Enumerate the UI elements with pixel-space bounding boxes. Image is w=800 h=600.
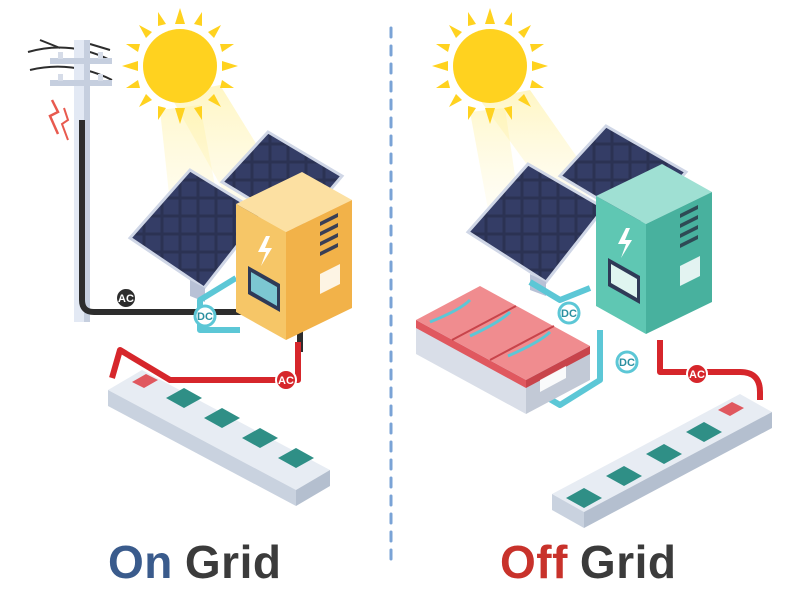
off-grid-panel: DC DC AC [416, 8, 772, 528]
dc-wire-top [528, 279, 592, 303]
lightning-bolt-icon [258, 236, 272, 266]
dc-label-bottom: DC [615, 350, 639, 374]
svg-text:AC: AC [689, 369, 705, 381]
inverter-right [596, 164, 712, 334]
inverter-left [236, 172, 352, 340]
svg-text:DC: DC [561, 308, 577, 320]
dc-label-top: DC [557, 301, 581, 325]
ac-label-bottom: AC [275, 369, 297, 391]
off-grid-caption-accent: Off [500, 536, 568, 588]
svg-text:DC: DC [619, 357, 635, 369]
battery-bank [416, 286, 590, 414]
ac-label-right: AC [686, 363, 708, 385]
power-strip-left [108, 370, 330, 506]
svg-text:AC: AC [278, 375, 294, 387]
outlet-icon [566, 422, 722, 508]
sun-icon [432, 8, 600, 220]
utility-pole-icon [27, 39, 113, 322]
outlet-icon [166, 388, 314, 468]
on-grid-panel: AC DC AC [27, 8, 352, 506]
on-grid-caption-rest: Grid [184, 536, 282, 588]
svg-text:DC: DC [197, 311, 213, 323]
ac-wire-left [109, 342, 301, 383]
on-grid-caption-accent: On [108, 536, 173, 588]
grid-wire [79, 120, 303, 352]
dc-label-left: DC [193, 304, 217, 328]
ac-label-top: AC [115, 287, 137, 309]
svg-text:AC: AC [118, 293, 134, 305]
lightning-bolt-icon [618, 228, 632, 258]
ac-wire-right [657, 340, 763, 400]
off-grid-caption-rest: Grid [579, 536, 677, 588]
power-strip-right [552, 394, 772, 528]
